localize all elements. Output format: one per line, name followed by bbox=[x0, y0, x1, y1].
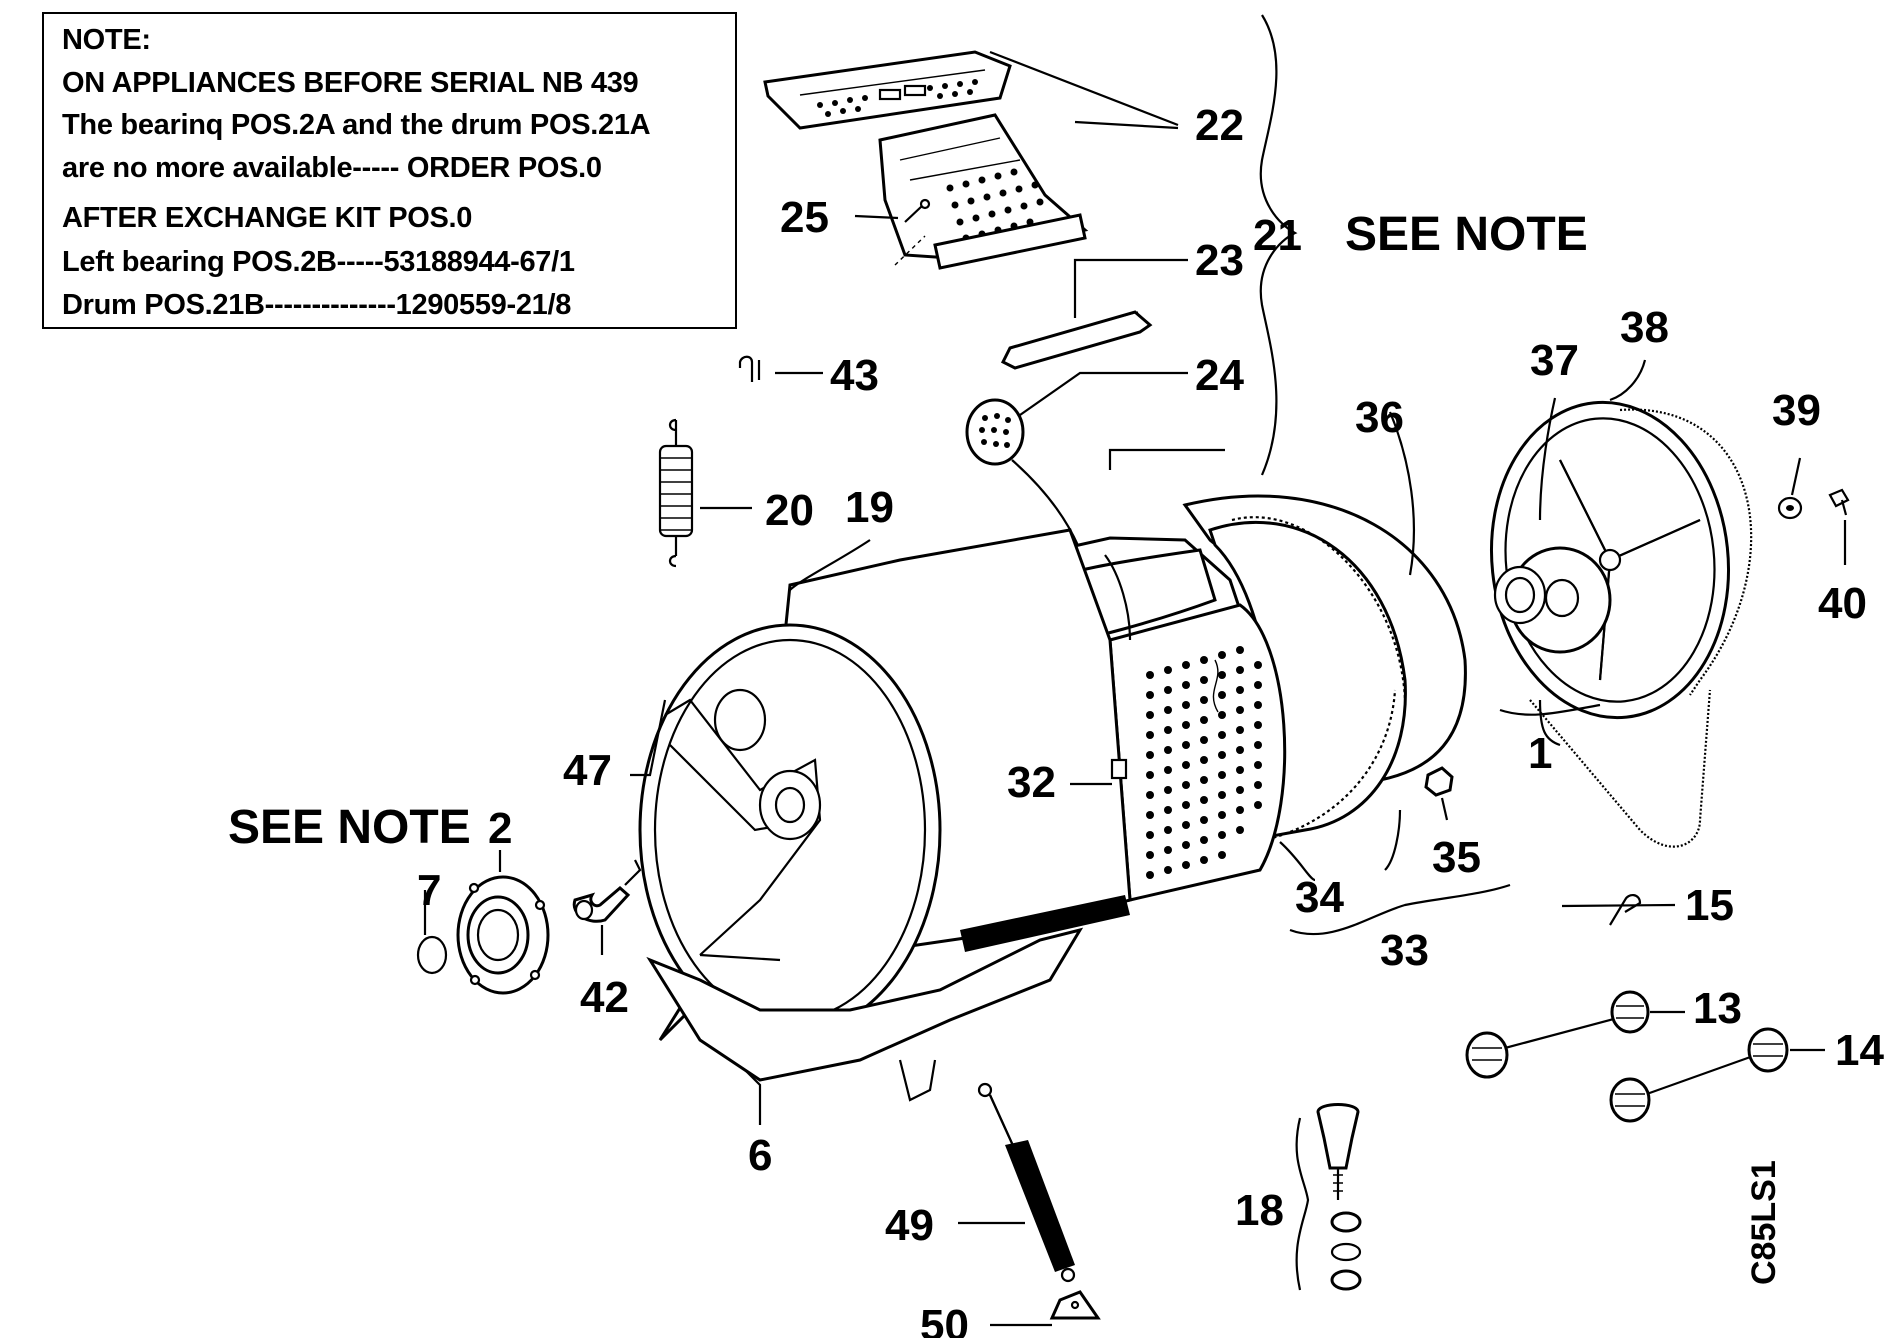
callout-50: 50 bbox=[920, 1301, 969, 1338]
callout-47: 47 bbox=[563, 746, 612, 795]
washer-and-bolt bbox=[1777, 488, 1850, 520]
drum-tub-assembly bbox=[638, 494, 1467, 1102]
lid-filter-lower bbox=[878, 113, 1089, 270]
note-line: The bearinq POS.2A and the drum POS.21A bbox=[62, 109, 651, 141]
hook-part bbox=[572, 859, 642, 923]
callout-39: 39 bbox=[1772, 386, 1821, 435]
bracket-part bbox=[1049, 1290, 1101, 1320]
callout-labels: 22 25 23 24 43 20 19 21 SEE NOTE 36 37 3… bbox=[228, 101, 1884, 1338]
callout-24: 24 bbox=[1195, 351, 1244, 400]
rod-13 bbox=[1465, 990, 1650, 1079]
callout-20: 20 bbox=[765, 486, 814, 535]
callout-43: 43 bbox=[830, 351, 879, 400]
rod-14 bbox=[1609, 1027, 1789, 1123]
callout-32: 32 bbox=[1007, 758, 1056, 807]
shock-absorber bbox=[977, 1082, 1076, 1283]
brace-18 bbox=[1295, 1117, 1310, 1291]
brace-1 bbox=[1499, 703, 1601, 716]
callout-6: 6 bbox=[748, 1131, 772, 1180]
screw-part bbox=[894, 198, 931, 266]
adjustable-foot bbox=[1316, 1103, 1362, 1291]
callout-18: 18 bbox=[1235, 1186, 1284, 1235]
callout-7: 7 bbox=[417, 866, 441, 915]
note-line: Drum POS.21B--------------1290559-21/8 bbox=[62, 289, 572, 321]
drum-perforations bbox=[1146, 646, 1262, 879]
callout-25: 25 bbox=[780, 193, 829, 242]
callout-37: 37 bbox=[1530, 336, 1579, 385]
seal-ring bbox=[416, 935, 448, 975]
note-line: NOTE: bbox=[62, 24, 151, 56]
callout-40: 40 bbox=[1818, 579, 1867, 628]
note-line: ON APPLIANCES BEFORE SERIAL NB 439 bbox=[62, 67, 639, 99]
callout-33: 33 bbox=[1380, 926, 1429, 975]
callout-13: 13 bbox=[1693, 984, 1742, 1033]
note-line: Left bearing POS.2B-----53188944-67/1 bbox=[62, 246, 575, 278]
brace-21 bbox=[1259, 14, 1298, 476]
note-line: are no more available----- ORDER POS.0 bbox=[62, 152, 602, 184]
spring-part bbox=[658, 418, 694, 568]
callout-2: 2 bbox=[488, 804, 512, 853]
callout-1: 1 bbox=[1528, 729, 1552, 778]
brace-33 bbox=[1289, 883, 1511, 936]
callout-22: 22 bbox=[1195, 101, 1244, 150]
callout-35: 35 bbox=[1432, 833, 1481, 882]
lid-filter-upper bbox=[763, 50, 1012, 130]
callout-49: 49 bbox=[885, 1201, 934, 1250]
callout-19: 19 bbox=[845, 483, 894, 532]
callout-34: 34 bbox=[1295, 873, 1344, 922]
bearing-part bbox=[456, 875, 550, 995]
note-line: AFTER EXCHANGE KIT POS.0 bbox=[62, 202, 473, 234]
drum-pulley bbox=[1489, 400, 1753, 848]
nut-part bbox=[1424, 766, 1454, 797]
note-box: NOTE: ON APPLIANCES BEFORE SERIAL NB 439… bbox=[42, 12, 737, 329]
callout-15: 15 bbox=[1685, 881, 1734, 930]
callout-14: 14 bbox=[1835, 1026, 1884, 1075]
leader-lines bbox=[423, 50, 1847, 1327]
see-note-2-label: SEE NOTE bbox=[228, 801, 471, 854]
callout-36: 36 bbox=[1355, 393, 1404, 442]
callout-42: 42 bbox=[580, 973, 629, 1022]
callout-38: 38 bbox=[1620, 303, 1669, 352]
see-note-21-label: SEE NOTE bbox=[1345, 208, 1588, 261]
callout-23: 23 bbox=[1195, 236, 1244, 285]
lid-support bbox=[1000, 310, 1153, 370]
callout-21: 21 bbox=[1253, 211, 1302, 260]
pin-part bbox=[1609, 894, 1642, 926]
clip-part bbox=[738, 355, 761, 382]
diagram-code: C85LS1 bbox=[1745, 1160, 1783, 1285]
